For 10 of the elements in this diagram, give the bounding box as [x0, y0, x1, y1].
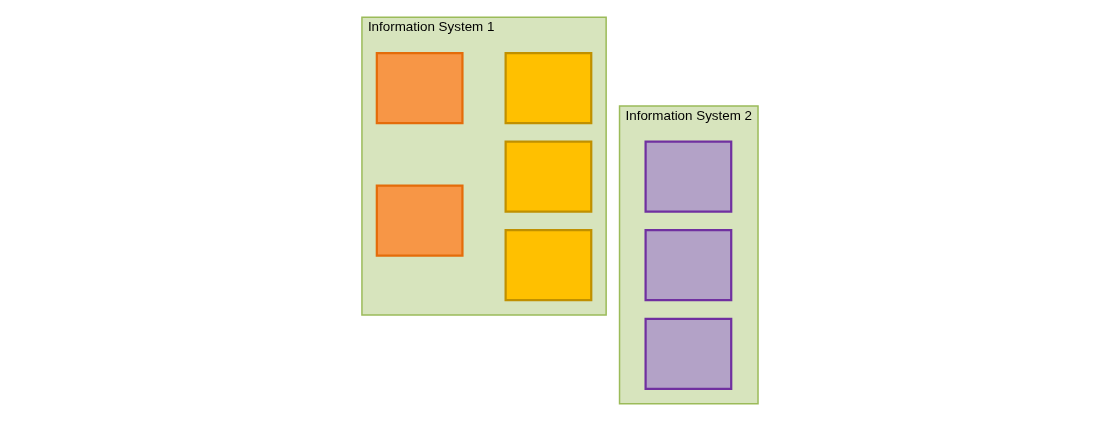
node-box	[644, 229, 732, 302]
node-box	[375, 51, 464, 125]
node-box	[644, 317, 732, 390]
node-box	[644, 140, 732, 213]
node-box	[504, 51, 592, 125]
node-box	[504, 140, 592, 213]
node-box	[375, 184, 464, 257]
node-box	[504, 229, 592, 302]
cluster: Information System 2	[618, 105, 759, 405]
cluster: Information System 1	[360, 16, 607, 316]
